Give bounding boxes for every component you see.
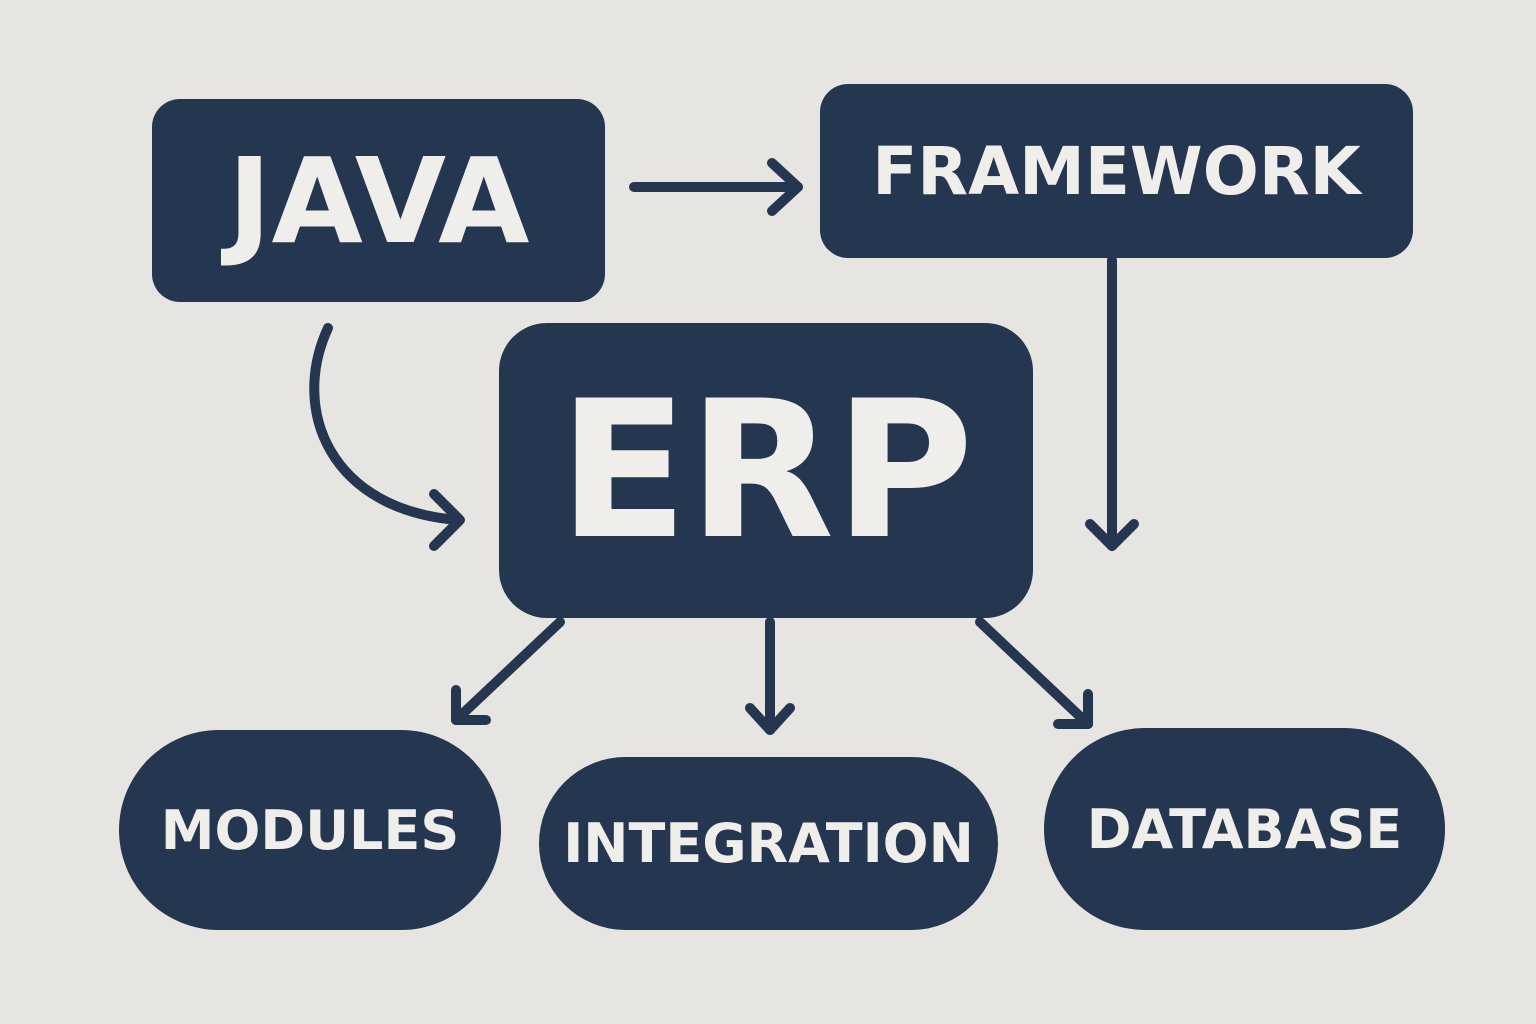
arrow-java-to-erp-curved: [309, 323, 465, 551]
node-erp-label: ERP: [558, 360, 974, 581]
node-database: DATABASE: [1044, 728, 1445, 930]
node-erp: ERP: [499, 323, 1033, 618]
node-modules-label: MODULES: [160, 798, 460, 862]
arrow-erp-to-integration: [745, 617, 795, 735]
arrow-java-to-framework: [629, 158, 803, 216]
node-modules: MODULES: [119, 730, 501, 930]
node-java: JAVA: [152, 99, 605, 302]
arrow-erp-to-modules: [451, 617, 565, 725]
node-integration-label: INTEGRATION: [563, 812, 974, 875]
node-framework: FRAMEWORK: [820, 84, 1413, 258]
arrow-framework-to-erp: [1085, 255, 1139, 551]
node-framework-label: FRAMEWORK: [872, 132, 1361, 210]
arrow-erp-to-database: [975, 617, 1093, 729]
node-integration: INTEGRATION: [539, 757, 998, 930]
node-java-label: JAVA: [227, 131, 530, 270]
node-database-label: DATABASE: [1086, 797, 1403, 861]
